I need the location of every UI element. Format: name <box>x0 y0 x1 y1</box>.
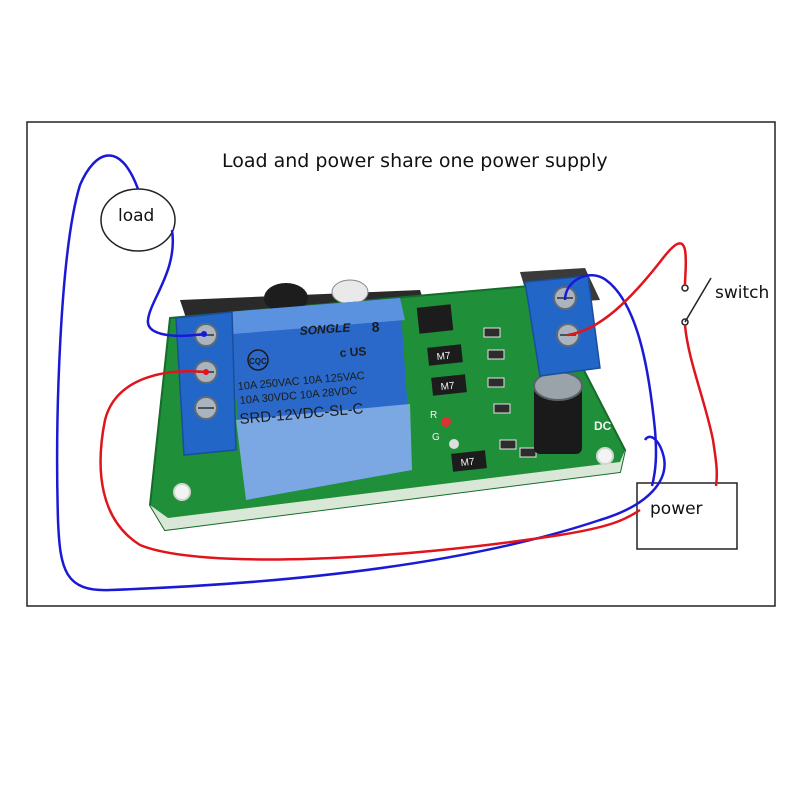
capacitor-top <box>264 283 308 313</box>
wire-red-dc-to-switch <box>567 242 688 337</box>
led-green <box>449 439 459 449</box>
smd-resistors <box>483 327 537 458</box>
power-node <box>636 482 738 550</box>
chip-mark-1: M7 <box>436 351 451 363</box>
mount-hole-right <box>596 447 614 465</box>
cqc-badge <box>247 349 269 371</box>
terminal-contact-red <box>203 369 209 375</box>
relay-module: SONGLE 8 CQC c US 10A 250VAC 10A 125VAC … <box>148 268 627 532</box>
wire-blue-dc-to-power <box>563 274 658 487</box>
smd-transistors <box>427 344 487 472</box>
wire-red-switch-to-power <box>683 324 719 487</box>
capacitor-top-cap <box>331 279 369 305</box>
relay-top-face <box>228 298 405 334</box>
mount-hole-left <box>173 483 191 501</box>
relay-cert-left: CQC <box>249 357 267 366</box>
chip-mark-2: M7 <box>440 381 455 393</box>
pcb-edge <box>150 450 625 530</box>
ic-chip <box>416 304 454 334</box>
led-red <box>441 417 451 427</box>
terminal-contact-blue <box>201 331 207 337</box>
wire-blue-load-to-power <box>55 154 666 592</box>
relay-brand: SONGLE <box>299 320 352 338</box>
wire-red-relay-to-power <box>99 370 641 561</box>
silk-label-g: G <box>432 432 440 443</box>
power-label: power <box>650 499 703 519</box>
relay-cert-right: c US <box>339 344 367 360</box>
relay-lower-face <box>236 404 412 500</box>
relay-pin-count: 8 <box>371 318 380 335</box>
switch-label: switch <box>715 283 769 303</box>
chip-mark-3: M7 <box>460 457 475 469</box>
diagram-title: Load and power share one power supply <box>222 150 608 172</box>
silk-label-r: R <box>430 410 437 421</box>
silk-label-dc: DC <box>594 419 612 433</box>
load-label: load <box>118 206 154 226</box>
wire-blue-load-to-relay <box>146 229 205 337</box>
